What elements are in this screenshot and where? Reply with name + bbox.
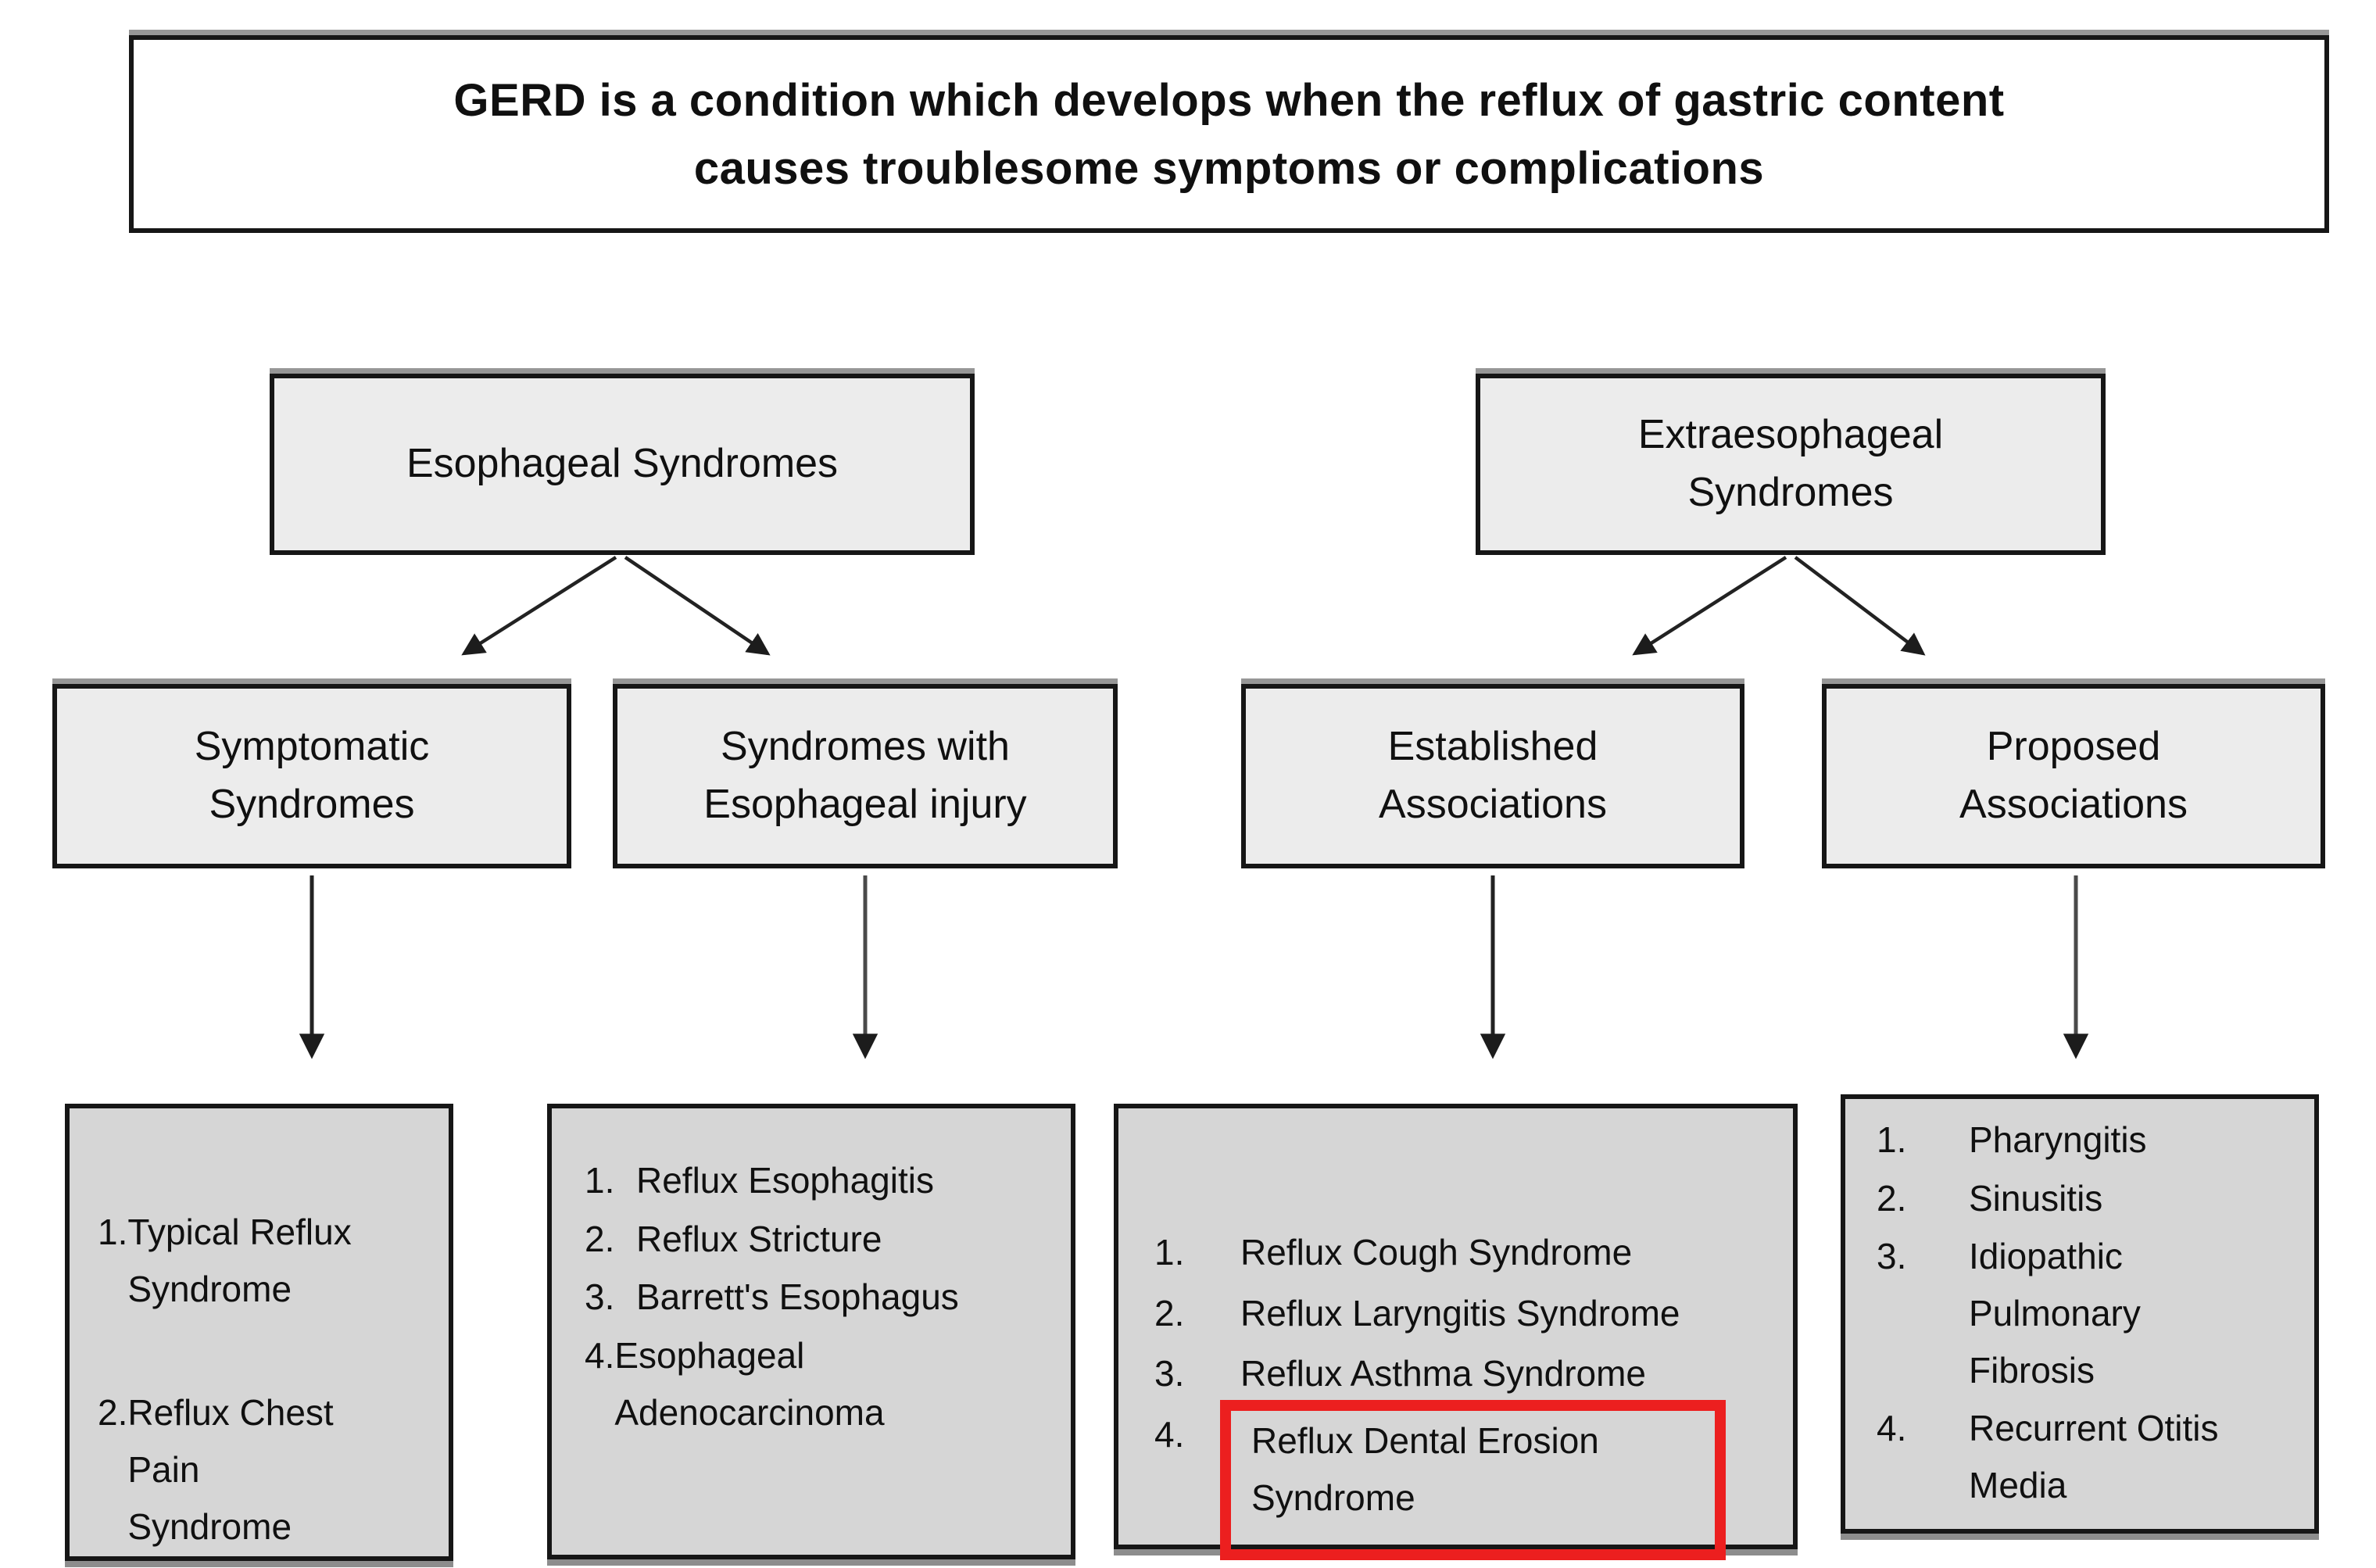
list-item-number: 3. xyxy=(1154,1353,1185,1394)
list-item-number: 1. xyxy=(98,1212,128,1252)
node-symptomatic-syndromes: Symptomatic Syndromes xyxy=(52,684,571,868)
list-item-text: Pharyngitis xyxy=(1969,1119,2147,1160)
list-item: 2. Reflux Stricture xyxy=(585,1211,1058,1268)
list-item: 2. Reflux Chest Pain Syndrome xyxy=(98,1384,436,1555)
node-proposed-associations: Proposed Associations xyxy=(1822,684,2325,868)
list-item-number: 2. xyxy=(1877,1177,1907,1219)
node-extraesophageal-syndromes: Extraesophageal Syndromes xyxy=(1476,374,2106,555)
node-syndromes-with-esophageal-injury: Syndromes with Esophageal injury xyxy=(613,684,1118,868)
node-label: Syndromes with Esophageal injury xyxy=(703,724,1027,827)
list-proposed-associations: 1. Pharyngitis 2. Sinusitis 3. Idiopathi… xyxy=(1841,1094,2319,1534)
page-title: GERD is a condition which develops when … xyxy=(453,74,2005,194)
list-item-number: 2. xyxy=(1154,1292,1185,1334)
list-item-number: 1. xyxy=(1877,1119,1907,1160)
list-item-text: Barrett's Esophagus xyxy=(636,1276,959,1318)
list-item-number: 3. xyxy=(1877,1236,1907,1277)
list-item: 4. Recurrent Otitis Media xyxy=(1877,1400,2305,1513)
list-item: 1. Pharyngitis xyxy=(1877,1112,2305,1169)
list-item: 4. Esophageal Adenocarcinoma xyxy=(585,1327,1058,1441)
list-item-text: Typical Reflux Syndrome xyxy=(127,1212,352,1309)
list-item-number: 1. xyxy=(1154,1232,1185,1273)
list-item-number: 2. xyxy=(98,1392,128,1434)
arrow-extraesophageal-to-established xyxy=(1632,556,1787,656)
list-item-text: Sinusitis xyxy=(1969,1177,2103,1219)
title-box: GERD is a condition which develops when … xyxy=(129,35,2329,233)
list-item-text: Recurrent Otitis Media xyxy=(1969,1408,2219,1506)
node-label: Esophageal Syndromes xyxy=(406,441,839,487)
list-item-number: 2. xyxy=(585,1218,615,1259)
arrow-esophageal-to-symptomatic xyxy=(461,556,617,656)
list-item-number: 4. xyxy=(585,1335,615,1376)
list-item-text: Reflux Asthma Syndrome xyxy=(1240,1353,1647,1394)
list-item: 3. Barrett's Esophagus xyxy=(585,1269,1058,1326)
node-label: Extraesophageal Syndromes xyxy=(1637,412,1944,515)
node-label: Proposed Associations xyxy=(1959,724,2188,827)
list-symptomatic-syndromes: 1. Typical Reflux Syndrome 2. Reflux Che… xyxy=(65,1104,453,1561)
list-esophageal-injury-syndromes: 1. Reflux Esophagitis 2. Reflux Strictur… xyxy=(547,1104,1075,1559)
list-item-text: Reflux Dental Erosion Syndrome xyxy=(1251,1420,1599,1518)
list-item: 2. Reflux Laryngitis Syndrome xyxy=(1154,1285,1780,1342)
list-item-text: Idiopathic Pulmonary Fibrosis xyxy=(1969,1236,2141,1391)
list-item: 1. Reflux Cough Syndrome xyxy=(1154,1224,1780,1281)
list-item: 1. Reflux Esophagitis xyxy=(585,1152,1058,1209)
arrow-esophageal-to-injury xyxy=(624,556,771,656)
list-item: 3. Idiopathic Pulmonary Fibrosis xyxy=(1877,1228,2305,1398)
list-item-text: Reflux Cough Syndrome xyxy=(1240,1232,1633,1273)
list-item-text: Esophageal Adenocarcinoma xyxy=(614,1335,885,1433)
list-item-highlighted: 4. Reflux Dental Erosion Syndrome xyxy=(1154,1400,1780,1561)
list-item-number: 4. xyxy=(1877,1408,1907,1449)
list-established-associations: 1. Reflux Cough Syndrome 2. Reflux Laryn… xyxy=(1114,1104,1798,1561)
list-item-number: 4. xyxy=(1154,1414,1185,1455)
arrow-extraesophageal-to-proposed xyxy=(1794,556,1926,656)
list-item-number: 3. xyxy=(585,1276,615,1318)
node-esophageal-syndromes: Esophageal Syndromes xyxy=(270,374,975,555)
node-label: Symptomatic Syndromes xyxy=(194,724,430,827)
list-item-text: Reflux Chest Pain Syndrome xyxy=(127,1392,334,1547)
node-established-associations: Established Associations xyxy=(1241,684,1744,868)
list-item-text: Reflux Esophagitis xyxy=(636,1160,934,1201)
list-item-number: 1. xyxy=(585,1160,615,1201)
highlight-box: Reflux Dental Erosion Syndrome xyxy=(1220,1400,1726,1561)
list-item-text: Reflux Laryngitis Syndrome xyxy=(1240,1292,1680,1334)
list-item: 3. Reflux Asthma Syndrome xyxy=(1154,1345,1780,1402)
list-item: 1. Typical Reflux Syndrome xyxy=(98,1204,436,1317)
node-label: Established Associations xyxy=(1379,724,1607,827)
list-item-text: Reflux Stricture xyxy=(636,1218,882,1259)
list-item: 2. Sinusitis xyxy=(1877,1170,2305,1227)
